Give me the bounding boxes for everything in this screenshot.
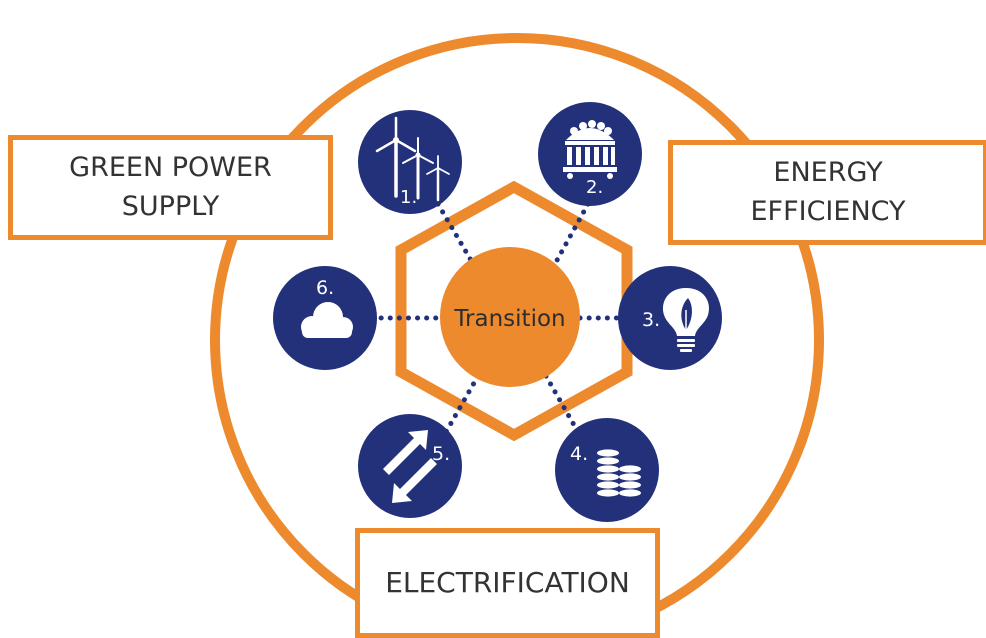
node-1: 1. xyxy=(358,110,462,214)
node-1-number: 1. xyxy=(400,187,417,208)
electrification-label: ELECTRIFICATION xyxy=(385,566,630,600)
node-2-number: 2. xyxy=(586,177,603,198)
energy-efficiency-box: ENERGY EFFICIENCY xyxy=(668,140,986,245)
green-power-supply-line1: GREEN POWER xyxy=(69,152,272,184)
connector-4 xyxy=(543,373,581,435)
center-hexagon xyxy=(395,180,633,442)
energy-efficiency-line1: ENERGY xyxy=(773,157,883,189)
connector-5 xyxy=(443,373,481,435)
node-5: 5. xyxy=(358,414,462,518)
node-4: 4. xyxy=(555,418,659,522)
connector-2 xyxy=(553,201,591,265)
node-4-number: 4. xyxy=(570,443,588,465)
node-3: 3. xyxy=(618,266,722,370)
node-5-circle xyxy=(358,414,462,518)
industrial-plant-icon xyxy=(563,120,617,179)
dotted-connectors xyxy=(369,201,643,435)
coin-stacks-icon xyxy=(597,449,641,497)
node-2: 2. xyxy=(538,102,642,206)
green-power-supply-box: GREEN POWER SUPPLY xyxy=(8,135,333,240)
cloud-icon xyxy=(301,302,353,338)
node-6-number: 6. xyxy=(316,277,334,299)
outer-ring xyxy=(210,33,824,633)
exchange-arrows-icon xyxy=(383,430,437,503)
node-6: 6. xyxy=(273,266,377,370)
energy-efficiency-line2: EFFICIENCY xyxy=(750,195,906,227)
wind-turbines-icon xyxy=(375,116,450,202)
node-5-number: 5. xyxy=(432,443,450,465)
connector-1 xyxy=(435,201,475,265)
center-circle xyxy=(440,247,580,387)
green-power-supply-line2: SUPPLY xyxy=(121,190,220,222)
node-3-number: 3. xyxy=(642,309,660,331)
node-1-circle xyxy=(358,110,462,214)
electrification-box: ELECTRIFICATION xyxy=(355,528,660,638)
center-label: Transition xyxy=(453,306,565,332)
eco-lightbulb-icon xyxy=(662,288,710,352)
